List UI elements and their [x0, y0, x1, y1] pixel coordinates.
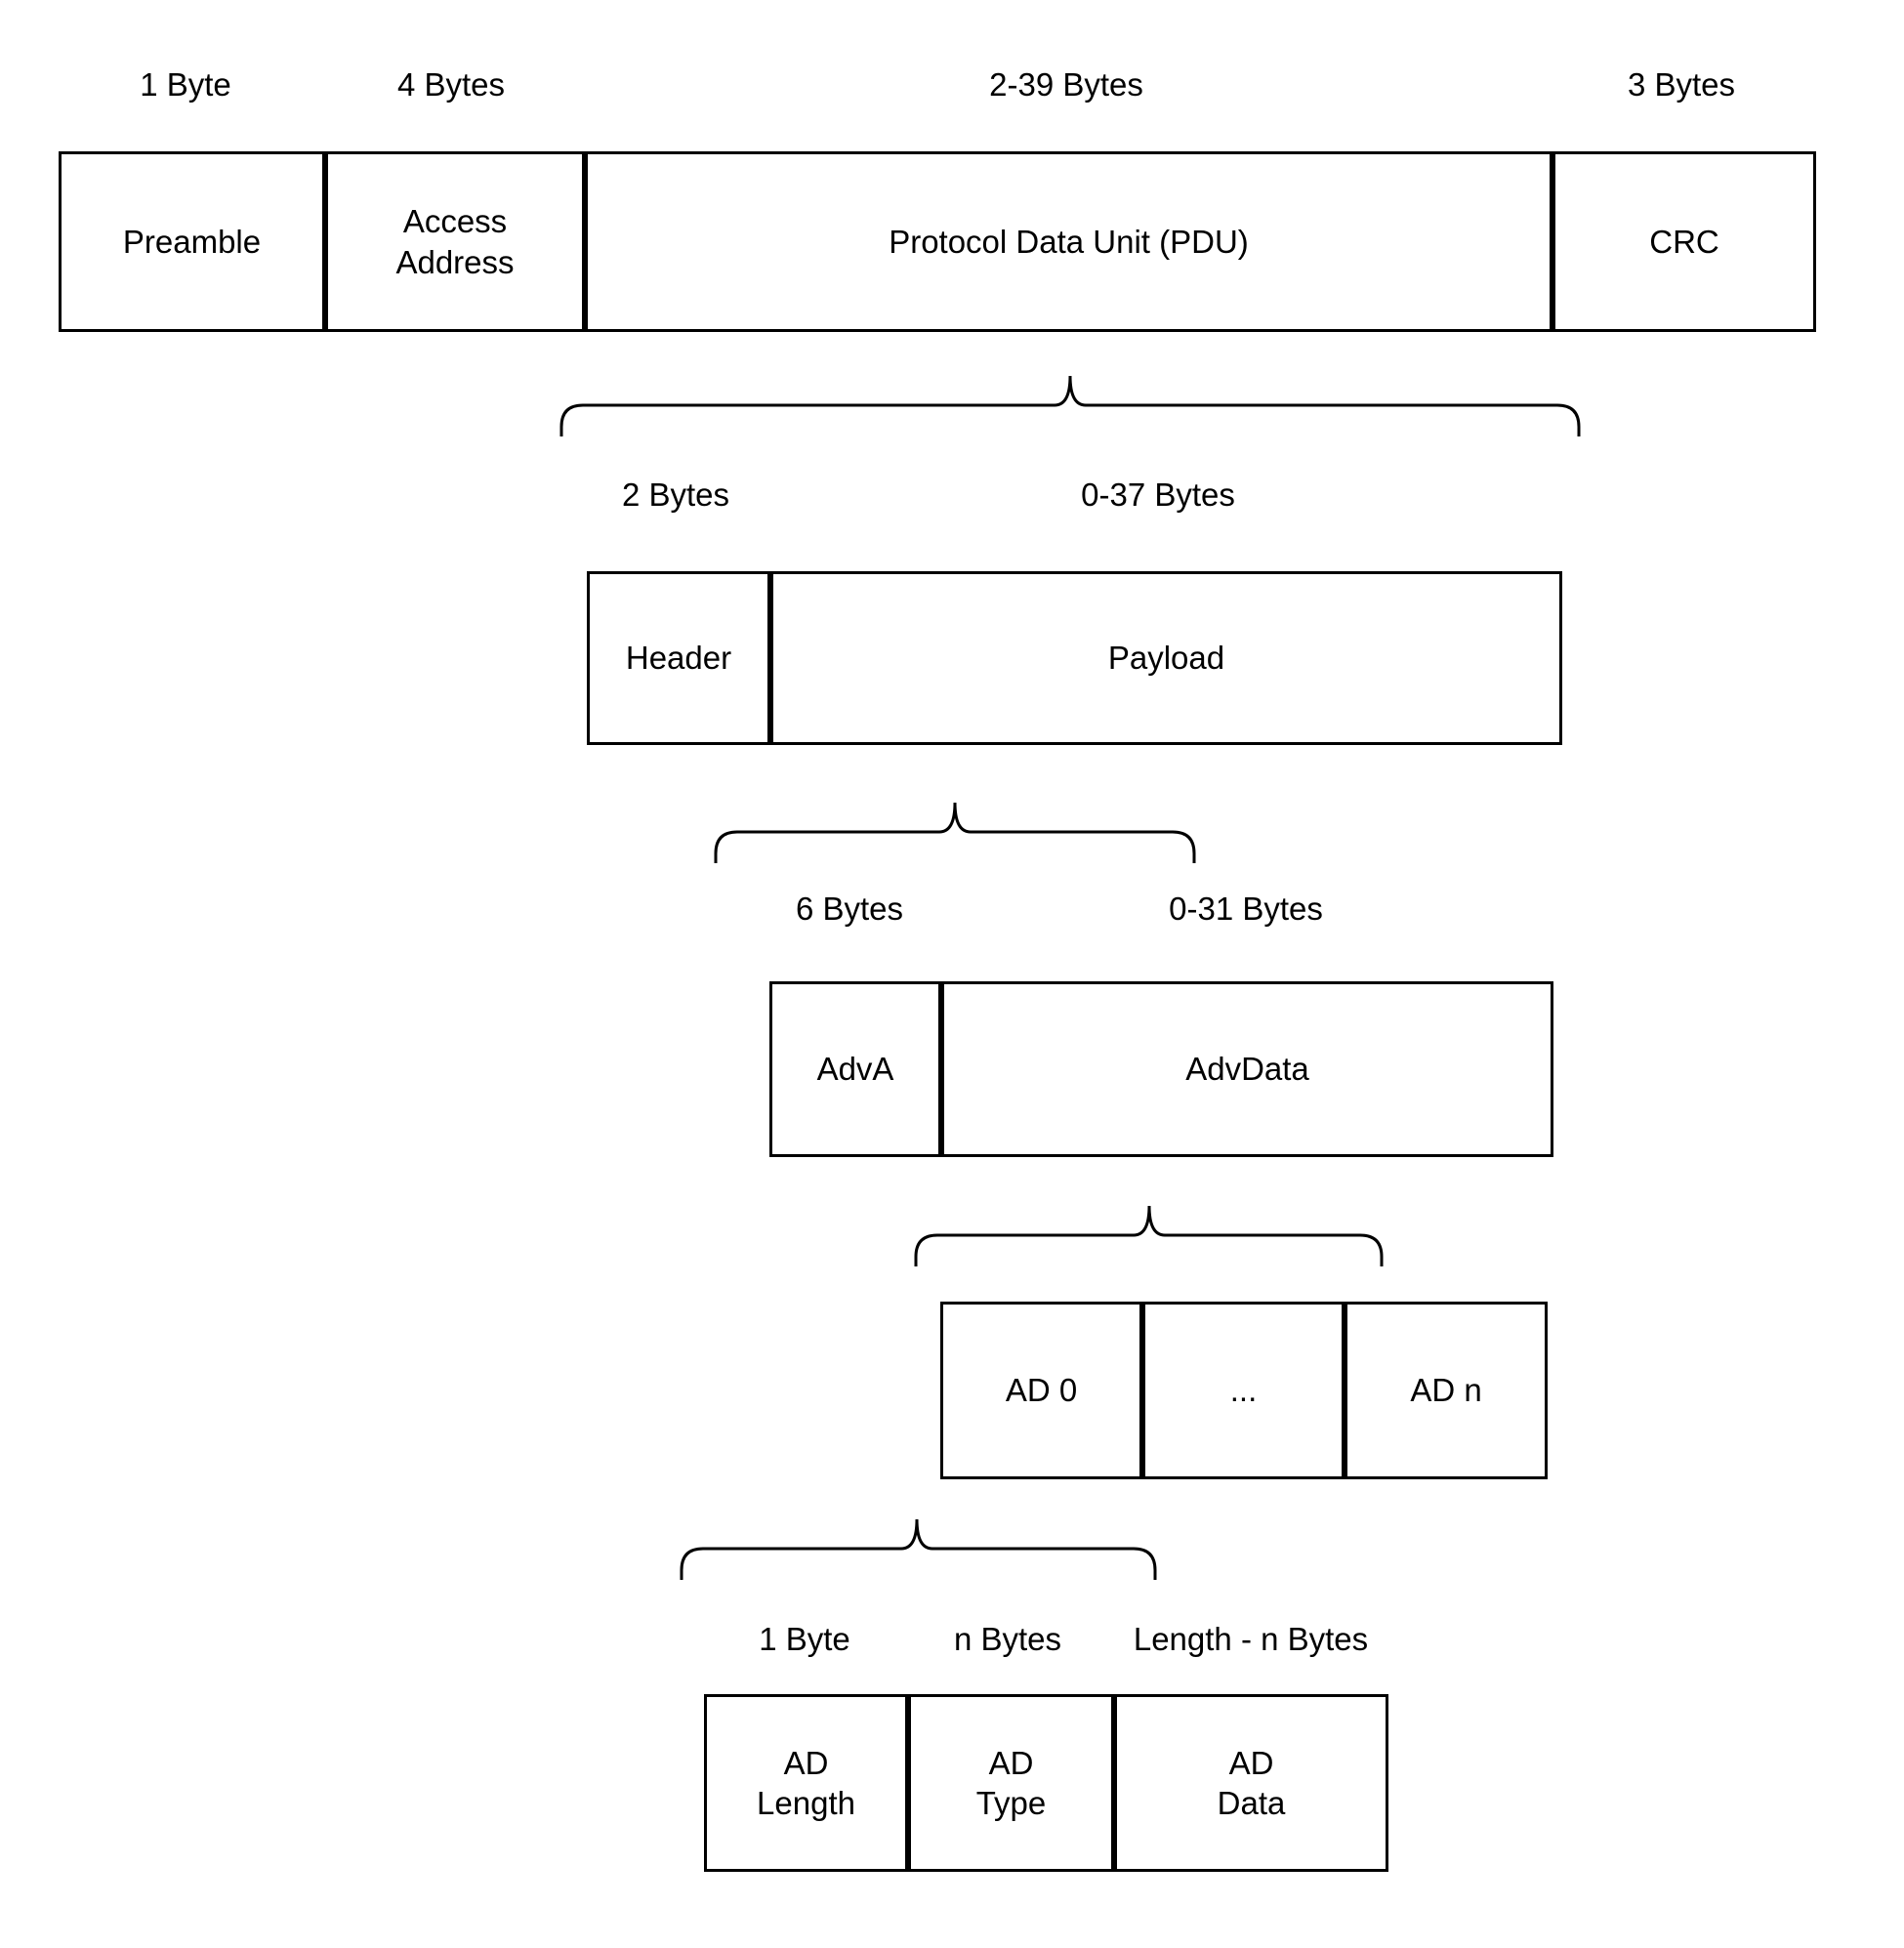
field-box-preamble[interactable]: Preamble — [59, 151, 325, 332]
field-box-access-address[interactable]: Access Address — [325, 151, 585, 332]
field-label-adva: AdvA — [816, 1051, 894, 1088]
brace-ad — [0, 1518, 1904, 1588]
size-label-ad-length: 1 Byte — [759, 1621, 850, 1657]
size-label-ad-type: n Bytes — [953, 1621, 1062, 1657]
field-box-adva[interactable]: AdvA — [769, 981, 941, 1157]
field-label-ad-length: AD Length — [757, 1744, 855, 1821]
field-label-ad-ellipsis: ... — [1229, 1372, 1258, 1409]
field-label-ad-data: AD Data — [1217, 1744, 1286, 1821]
size-label-access-address: 4 Bytes — [396, 66, 506, 103]
size-label-payload: 0-37 Bytes — [1081, 477, 1235, 513]
size-label-header: 2 Bytes — [621, 477, 730, 513]
field-label-access-address: Access Address — [395, 203, 515, 280]
field-box-payload[interactable]: Payload — [770, 571, 1562, 745]
field-label-preamble: Preamble — [122, 223, 262, 260]
field-label-advdata: AdvData — [1185, 1051, 1309, 1088]
size-label-pdu: 2-39 Bytes — [989, 66, 1143, 103]
field-label-payload: Payload — [1107, 640, 1225, 677]
field-box-ad-ellipsis[interactable]: ... — [1142, 1302, 1345, 1479]
field-box-ad-n[interactable]: AD n — [1345, 1302, 1548, 1479]
size-label-preamble: 1 Byte — [140, 66, 231, 103]
field-box-advdata[interactable]: AdvData — [941, 981, 1553, 1157]
field-box-ad-0[interactable]: AD 0 — [940, 1302, 1142, 1479]
size-label-ad-data: Length - n Bytes — [1133, 1621, 1369, 1657]
brace-payload — [0, 802, 1904, 871]
field-label-ad-0: AD 0 — [1005, 1372, 1078, 1409]
field-box-crc[interactable]: CRC — [1552, 151, 1816, 332]
field-box-ad-length[interactable]: AD Length — [704, 1694, 908, 1872]
size-label-crc: 3 Bytes — [1627, 66, 1736, 103]
field-label-ad-type: AD Type — [975, 1744, 1047, 1821]
field-label-ad-n: AD n — [1410, 1372, 1482, 1409]
field-box-ad-data[interactable]: AD Data — [1114, 1694, 1388, 1872]
brace-pdu — [0, 375, 1904, 444]
field-box-pdu[interactable]: Protocol Data Unit (PDU) — [585, 151, 1552, 332]
brace-advdata — [0, 1205, 1904, 1274]
field-label-header: Header — [625, 640, 732, 677]
field-box-ad-type[interactable]: AD Type — [908, 1694, 1114, 1872]
field-label-crc: CRC — [1649, 223, 1719, 260]
field-box-header[interactable]: Header — [587, 571, 770, 745]
field-label-pdu: Protocol Data Unit (PDU) — [889, 223, 1249, 260]
size-label-adva: 6 Bytes — [795, 891, 904, 927]
size-label-advdata: 0-31 Bytes — [1169, 891, 1323, 927]
